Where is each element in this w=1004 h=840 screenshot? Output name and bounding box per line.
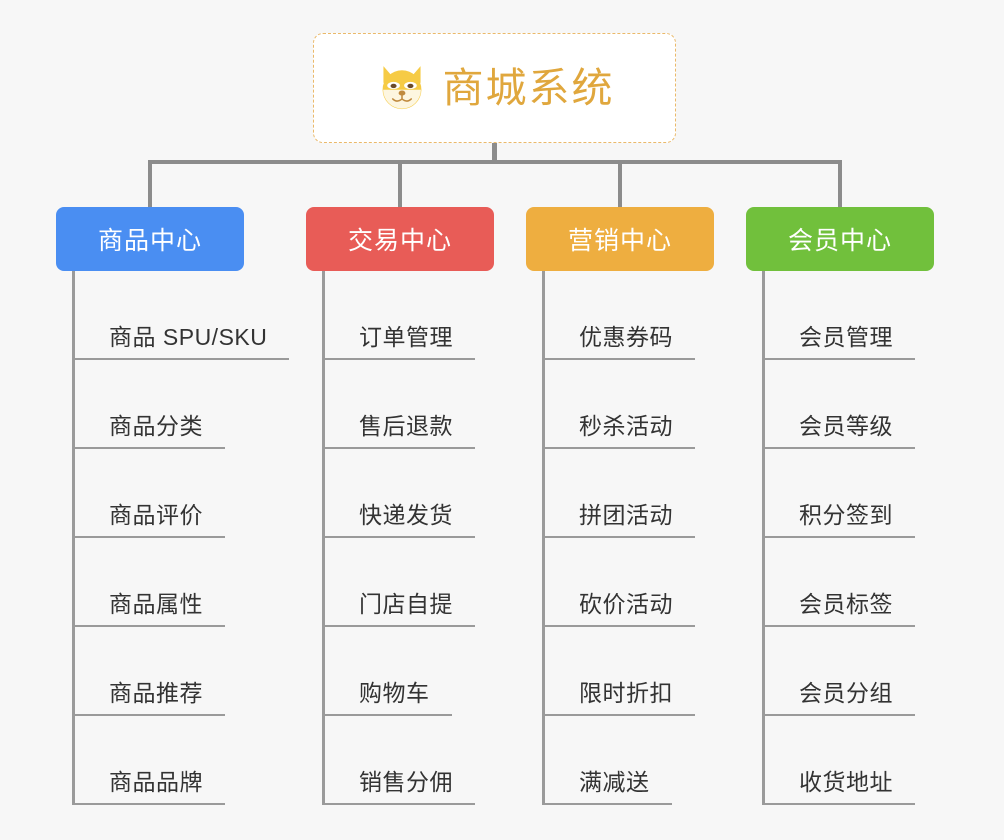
list-item[interactable]: 商品推荐 bbox=[75, 627, 244, 716]
leaf-label: 售后退款 bbox=[325, 407, 475, 449]
leaf-label: 快递发货 bbox=[325, 496, 475, 538]
list-item[interactable]: 门店自提 bbox=[325, 538, 494, 627]
category-header-marketing-center[interactable]: 营销中心 bbox=[526, 207, 714, 271]
leaf-list-marketing-center: 优惠券码 秒杀活动 拼团活动 砍价活动 限时折扣 满减送 bbox=[542, 271, 714, 805]
leaf-label: 砍价活动 bbox=[545, 585, 695, 627]
connector-drop-4 bbox=[838, 160, 842, 208]
leaf-list-product-center: 商品 SPU/SKU 商品分类 商品评价 商品属性 商品推荐 商品品牌 bbox=[72, 271, 290, 805]
category-header-product-center[interactable]: 商品中心 bbox=[56, 207, 244, 271]
shiba-dog-face-icon bbox=[382, 66, 421, 110]
category-header-member-center[interactable]: 会员中心 bbox=[746, 207, 934, 271]
list-item[interactable]: 订单管理 bbox=[325, 271, 494, 360]
list-item[interactable]: 商品 SPU/SKU bbox=[75, 271, 290, 360]
leaf-label: 门店自提 bbox=[325, 585, 475, 627]
leaf-label: 优惠券码 bbox=[545, 318, 695, 360]
category-column-trade-center: 交易中心 订单管理 售后退款 快递发货 门店自提 购物车 销售分佣 bbox=[306, 207, 494, 805]
leaf-label: 限时折扣 bbox=[545, 674, 695, 716]
leaf-label: 商品 SPU/SKU bbox=[75, 318, 290, 360]
leaf-label: 商品属性 bbox=[75, 585, 225, 627]
list-item[interactable]: 快递发货 bbox=[325, 449, 494, 538]
list-item[interactable]: 砍价活动 bbox=[545, 538, 714, 627]
list-item[interactable]: 购物车 bbox=[325, 627, 494, 716]
connector-drop-1 bbox=[148, 160, 152, 208]
leaf-label: 销售分佣 bbox=[325, 763, 475, 805]
list-item[interactable]: 售后退款 bbox=[325, 360, 494, 449]
category-header-trade-center[interactable]: 交易中心 bbox=[306, 207, 494, 271]
list-item[interactable]: 秒杀活动 bbox=[545, 360, 714, 449]
leaf-label: 会员管理 bbox=[765, 318, 915, 360]
leaf-list-trade-center: 订单管理 售后退款 快递发货 门店自提 购物车 销售分佣 bbox=[322, 271, 494, 805]
list-item[interactable]: 会员分组 bbox=[765, 627, 934, 716]
list-item[interactable]: 拼团活动 bbox=[545, 449, 714, 538]
list-item[interactable]: 会员管理 bbox=[765, 271, 934, 360]
root-node[interactable]: 商城系统 bbox=[313, 33, 676, 143]
leaf-label: 商品品牌 bbox=[75, 763, 225, 805]
leaf-label: 商品分类 bbox=[75, 407, 225, 449]
leaf-label: 会员分组 bbox=[765, 674, 915, 716]
leaf-label: 积分签到 bbox=[765, 496, 915, 538]
leaf-label: 会员标签 bbox=[765, 585, 915, 627]
leaf-list-member-center: 会员管理 会员等级 积分签到 会员标签 会员分组 收货地址 bbox=[762, 271, 934, 805]
category-column-product-center: 商品中心 商品 SPU/SKU 商品分类 商品评价 商品属性 商品推荐 商品品牌 bbox=[56, 207, 290, 805]
connector-horizontal-bus bbox=[150, 160, 840, 164]
list-item[interactable]: 商品评价 bbox=[75, 449, 244, 538]
category-column-marketing-center: 营销中心 优惠券码 秒杀活动 拼团活动 砍价活动 限时折扣 满减送 bbox=[526, 207, 714, 805]
connector-drop-2 bbox=[398, 160, 402, 208]
list-item[interactable]: 积分签到 bbox=[765, 449, 934, 538]
root-title: 商城系统 bbox=[442, 64, 615, 111]
list-item[interactable]: 优惠券码 bbox=[545, 271, 714, 360]
leaf-label: 购物车 bbox=[325, 674, 452, 716]
list-item[interactable]: 满减送 bbox=[545, 716, 714, 805]
list-item[interactable]: 销售分佣 bbox=[325, 716, 494, 805]
leaf-label: 收货地址 bbox=[765, 763, 915, 805]
list-item[interactable]: 限时折扣 bbox=[545, 627, 714, 716]
connector-drop-3 bbox=[618, 160, 622, 208]
leaf-label: 商品评价 bbox=[75, 496, 225, 538]
connector-root-stem bbox=[492, 143, 497, 164]
list-item[interactable]: 会员标签 bbox=[765, 538, 934, 627]
list-item[interactable]: 商品品牌 bbox=[75, 716, 244, 805]
list-item[interactable]: 会员等级 bbox=[765, 360, 934, 449]
leaf-label: 满减送 bbox=[545, 763, 672, 805]
leaf-label: 订单管理 bbox=[325, 318, 475, 360]
list-item[interactable]: 商品属性 bbox=[75, 538, 244, 627]
leaf-label: 会员等级 bbox=[765, 407, 915, 449]
leaf-label: 秒杀活动 bbox=[545, 407, 695, 449]
leaf-label: 拼团活动 bbox=[545, 496, 695, 538]
list-item[interactable]: 商品分类 bbox=[75, 360, 244, 449]
category-column-member-center: 会员中心 会员管理 会员等级 积分签到 会员标签 会员分组 收货地址 bbox=[746, 207, 934, 805]
list-item[interactable]: 收货地址 bbox=[765, 716, 934, 805]
leaf-label: 商品推荐 bbox=[75, 674, 225, 716]
